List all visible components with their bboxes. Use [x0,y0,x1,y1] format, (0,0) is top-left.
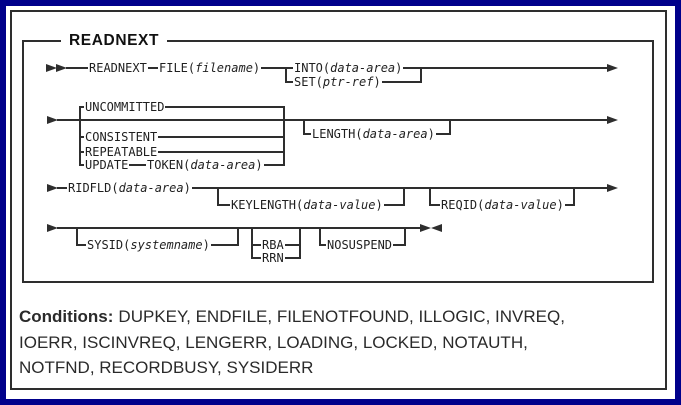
keyword-readnext: READNEXT [88,61,148,75]
keyword-nosuspend: NOSUSPEND [326,238,394,252]
row-arrow-icon [47,223,58,232]
diagram-line [285,67,287,83]
diagram-line [79,136,285,138]
keyword-repeatable: REPEATABLE [84,145,159,159]
conditions-label: Conditions: [19,307,114,326]
diagram-line [319,227,321,246]
keyword-consistent: CONSISTENT [84,130,159,144]
conditions-line: Conditions:DUPKEY, ENDFILE, FILENOTFOUND… [19,307,565,326]
keyword-rba: RBA [261,238,285,252]
continue-arrow-icon [607,183,618,192]
diagram-line [404,227,406,246]
keyword-set: SET(ptr-ref) [293,75,382,89]
keyword-update: UPDATE [84,158,130,172]
diagram-line [429,187,431,206]
conditions-line: NOTFND, RECORDBUSY, SYSIDERR [19,358,314,377]
end-arrow-icon [420,223,431,232]
row-arrow-icon [47,115,58,124]
keyword-reqid: REQID(data-value) [440,198,565,212]
diagram-line [57,187,609,189]
start-arrow-icon [46,63,57,72]
keyword-sysid: SYSID(systemname) [86,238,211,252]
conditions-text: Conditions:DUPKEY, ENDFILE, FILENOTFOUND… [19,304,639,381]
syntax-diagram-frame [22,40,654,283]
keyword-rrn: RRN [261,251,285,265]
diagram-line [299,227,301,259]
keyword-into: INTO(data-area) [293,61,404,75]
diagram-line [57,227,422,229]
end-arrow-icon [431,223,442,232]
diagram-line [573,187,575,206]
conditions-line: IOERR, ISCINVREQ, LENGERR, LOADING, LOCK… [19,332,528,352]
keyword-length: LENGTH(data-area) [311,127,436,141]
keyword-keylength: KEYLENGTH(data-value) [230,198,384,212]
diagram-line [449,119,451,135]
keyword-uncommitted: UNCOMMITTED [84,100,166,114]
diagram-line [403,187,405,206]
diagram-line [251,227,253,259]
keyword-file: FILE(filename) [158,61,262,75]
continue-arrow-icon [607,115,618,124]
start-arrow-icon [56,63,67,72]
diagram-line [237,227,239,246]
row-arrow-icon [47,183,58,192]
diagram-line [79,106,285,108]
diagram-line [57,119,609,121]
keyword-ridfld: RIDFLD(data-area) [67,181,192,195]
diagram-line [303,119,305,135]
keyword-token: TOKEN(data-area) [146,158,264,172]
continue-arrow-icon [607,63,618,72]
diagram-title: READNEXT [61,32,168,50]
diagram-line [420,67,422,83]
diagram-line [79,151,285,153]
diagram-line [217,187,219,206]
diagram-line [76,227,78,246]
